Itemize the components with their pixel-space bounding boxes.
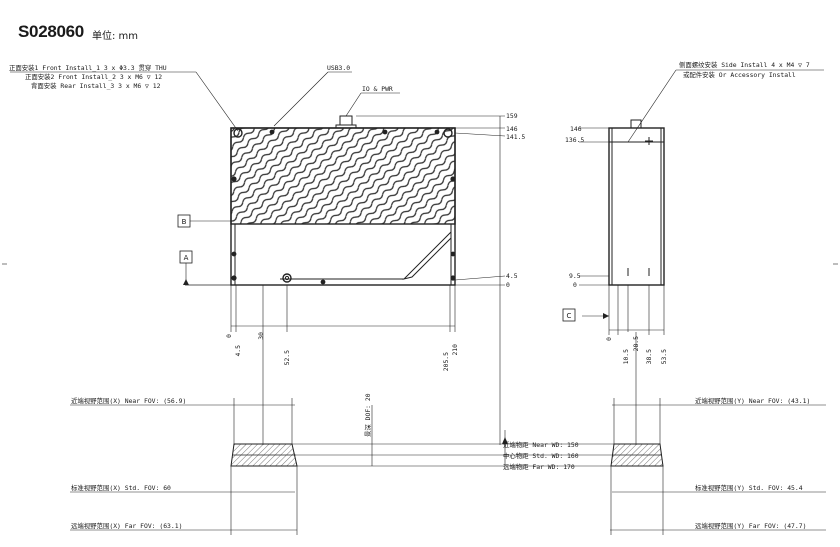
side-view (579, 69, 824, 445)
front-view (185, 115, 506, 445)
front-install-1-label: 正面安装1 Front Install_1 3 x Φ3.3 贯穿 THU (9, 63, 167, 72)
fov-y-near-label: 近端视野范围(Y) Near FOV: (43.1) (695, 396, 810, 405)
svg-text:C: C (567, 312, 572, 320)
dof-label: 景深 DOF: 20 (363, 393, 372, 437)
front-install-2-label: 正面安装2 Front Install_2 3 x M6 ▽ 12 (25, 72, 162, 81)
svg-text:4.5: 4.5 (506, 272, 518, 280)
svg-text:9.5: 9.5 (569, 272, 581, 280)
front-bottom-dims: 0 4.5 30 52.5 205.5 210 (225, 332, 459, 371)
svg-text:A: A (184, 254, 189, 262)
wd-std-label: 中心物距 Std. WD: 160 (503, 451, 579, 460)
svg-text:28.5: 28.5 (632, 336, 640, 352)
svg-text:159: 159 (506, 112, 518, 120)
datum-a: A (179, 250, 193, 264)
svg-text:0: 0 (605, 337, 613, 341)
svg-text:10.5: 10.5 (622, 349, 630, 365)
fov-y-std-label: 标准视野范围(Y) Std. FOV: 45.4 (695, 483, 803, 492)
io-pwr-label: IO & PWR (362, 85, 393, 93)
fov-x-far-label: 远端视野范围(X) Far FOV: (63.1) (71, 521, 182, 530)
fov-right (610, 398, 826, 535)
mounting-holes (231, 129, 456, 285)
front-right-dims: 159 146 141.5 4.5 0 (506, 112, 525, 289)
fov-x-std-label: 标准视野范围(X) Std. FOV: 60 (71, 483, 171, 492)
fov-x-near-label: 近端视野范围(X) Near FOV: (56.9) (71, 396, 186, 405)
working-distance-lines (292, 405, 614, 467)
fov-left (70, 398, 298, 535)
svg-text:136.5: 136.5 (565, 136, 584, 144)
svg-text:30: 30 (257, 332, 265, 340)
wd-far-label: 远端物距 Far WD: 170 (503, 462, 575, 471)
rear-install-label: 背面安装 Rear Install_3 3 x M6 ▽ 12 (31, 81, 161, 90)
wd-near-label: 近端物距 Near WD: 150 (503, 440, 579, 449)
model-title: S028060 (18, 22, 84, 41)
front-leaders (10, 71, 400, 285)
svg-text:146: 146 (570, 125, 582, 133)
datum-b: B (177, 214, 191, 228)
svg-text:0: 0 (506, 281, 510, 289)
svg-text:205.5: 205.5 (442, 352, 450, 371)
side-bottom-dims: 0 10.5 28.5 38.5 53.5 (605, 336, 668, 365)
svg-text:53.5: 53.5 (660, 349, 668, 365)
svg-text:B: B (182, 218, 187, 226)
svg-text:210: 210 (451, 344, 459, 356)
svg-text:0: 0 (573, 281, 577, 289)
svg-text:0: 0 (225, 334, 233, 338)
svg-text:52.5: 52.5 (283, 350, 291, 366)
accessory-install-label: 或配件安装 Or Accessory Install (683, 70, 796, 79)
svg-text:141.5: 141.5 (506, 133, 525, 141)
side-left-dims: 146 136.5 9.5 0 (565, 125, 584, 289)
front-hatched-area (231, 128, 455, 224)
side-install-label: 侧面螺纹安装 Side Install 4 x M4 ▽ 7 (679, 60, 810, 69)
fov-y-far-label: 远端视野范围(Y) Far FOV: (47.7) (695, 521, 806, 530)
datum-c: C (562, 308, 576, 322)
svg-text:38.5: 38.5 (645, 349, 653, 365)
svg-text:146: 146 (506, 125, 518, 133)
svg-text:4.5: 4.5 (234, 345, 242, 357)
unit-label: 单位: mm (92, 31, 139, 42)
usb-label: USB3.0 (327, 64, 350, 72)
